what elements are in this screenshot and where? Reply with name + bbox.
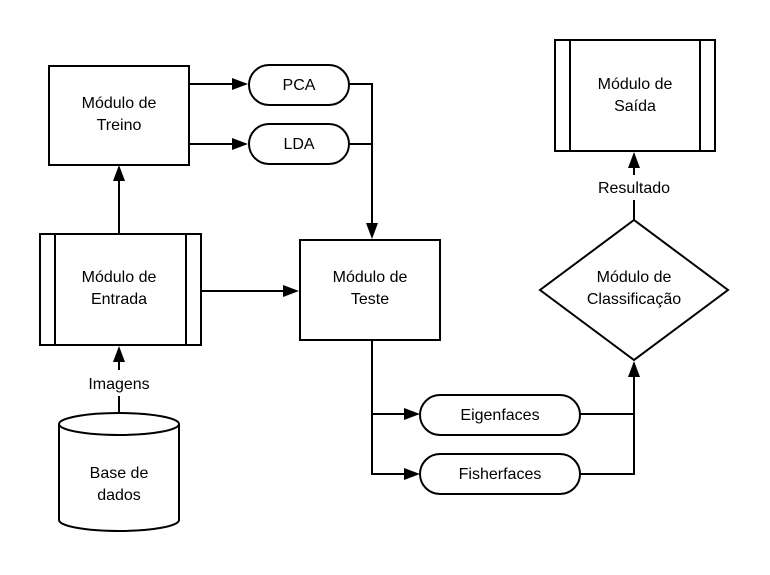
node-label-line2: Teste [351, 291, 389, 308]
node-label-line1: Módulo de [82, 269, 157, 286]
arrowhead-icon [366, 223, 378, 239]
node-label-line2: Entrada [91, 291, 147, 308]
edge-teste-to-algorithms [371, 341, 420, 480]
edge-algorithms-to-classificacao [580, 361, 640, 475]
node-label: Fisherfaces [459, 466, 542, 483]
node-label-line1: Módulo de [597, 269, 672, 286]
arrowhead-icon [628, 152, 640, 168]
edge-entrada-to-teste [201, 285, 299, 297]
arrowhead-icon [404, 408, 420, 420]
edge-treino-to-pca [189, 78, 248, 90]
node-modulo-treino: Módulo de Treino [48, 65, 190, 166]
node-label-line1: Módulo de [598, 76, 673, 93]
node-label-line2: Saída [614, 98, 656, 115]
edge-entrada-to-treino [113, 165, 125, 234]
node-label: Eigenfaces [460, 407, 539, 424]
node-label: LDA [283, 136, 314, 153]
edge-label-imagens: Imagens [88, 376, 149, 393]
arrowhead-icon [404, 468, 420, 480]
node-label-line2: dados [97, 487, 141, 504]
node-modulo-teste: Módulo de Teste [299, 239, 441, 341]
edge-treino-to-lda [189, 138, 248, 150]
node-modulo-saida: Módulo de Saída [554, 39, 716, 152]
arrowhead-icon [232, 138, 248, 150]
arrowhead-icon [283, 285, 299, 297]
node-label-line2: Classificação [587, 291, 681, 308]
node-modulo-classificacao: Módulo de Classificação [538, 218, 730, 362]
arrowhead-icon [232, 78, 248, 90]
node-label-line1: Módulo de [333, 269, 408, 286]
node-eigenfaces: Eigenfaces [419, 394, 581, 436]
edge-classificacao-to-saida [628, 152, 640, 221]
edge-pca-lda-to-teste [349, 83, 378, 239]
node-base-de-dados: Base de dados [58, 412, 180, 532]
node-label: PCA [283, 77, 316, 94]
edge-base-to-entrada [113, 346, 125, 414]
diagram-edges [113, 78, 640, 480]
arrowhead-icon [628, 361, 640, 377]
node-label-line1: Módulo de [82, 95, 157, 112]
arrowhead-icon [113, 346, 125, 362]
node-lda: LDA [248, 123, 350, 165]
arrowhead-icon [113, 165, 125, 181]
edge-label-resultado: Resultado [598, 180, 670, 197]
node-modulo-entrada: Módulo de Entrada [39, 233, 202, 346]
node-fisherfaces: Fisherfaces [419, 453, 581, 495]
node-label-line1: Base de [90, 465, 149, 482]
node-label-line2: Treino [97, 117, 142, 134]
node-pca: PCA [248, 64, 350, 106]
